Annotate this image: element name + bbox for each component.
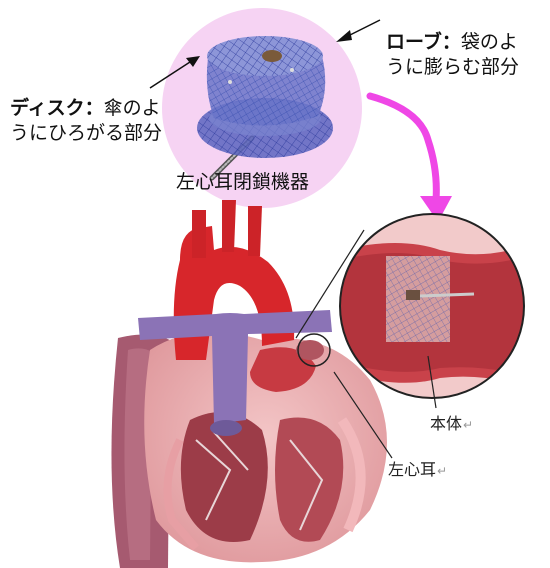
- device-caption: 左心耳閉鎖機器: [176, 170, 309, 195]
- laa-label-text: 左心耳: [388, 460, 436, 479]
- return-mark-icon: ↵: [463, 418, 473, 432]
- disc-desc-line2: うにひろがる部分: [10, 121, 162, 146]
- laa-label: 左心耳↵: [388, 456, 447, 480]
- return-mark-icon: ↵: [437, 464, 447, 478]
- disc-desc-line1: 傘のよ: [104, 97, 161, 119]
- disc-title: ディスク：: [10, 97, 104, 119]
- body-label-text: 本体: [430, 414, 462, 433]
- lobe-leader-arrow: [336, 20, 380, 42]
- disc-label: ディスク：傘のよ うにひろがる部分: [10, 96, 162, 146]
- body-label: 本体↵: [430, 410, 473, 434]
- lobe-label: ローブ：袋のよ うに膨らむ部分: [386, 30, 519, 80]
- heart-illustration: [111, 200, 387, 568]
- lobe-desc-line2: うに膨らむ部分: [386, 55, 519, 80]
- zoom-pointer-arrow: [370, 96, 452, 222]
- lobe-title: ローブ：: [386, 31, 461, 53]
- lobe-desc-line1: 袋のよ: [461, 31, 518, 53]
